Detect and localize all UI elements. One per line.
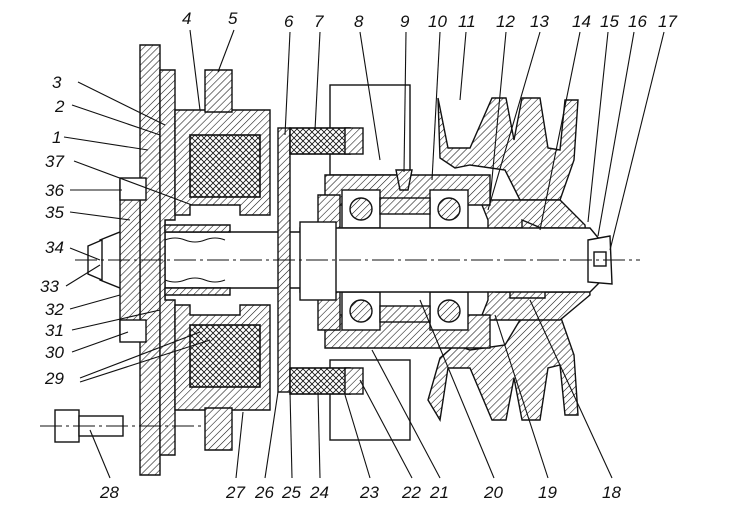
- clutch: [119, 44, 364, 476]
- label-8: 8: [354, 12, 364, 31]
- coil-bottom: [189, 324, 261, 388]
- label-25: 25: [281, 483, 301, 502]
- block: [344, 367, 364, 395]
- label-24: 24: [309, 483, 329, 502]
- label-6: 6: [284, 12, 294, 31]
- shape: [164, 287, 231, 296]
- label-20: 20: [483, 483, 503, 502]
- label-10: 10: [428, 12, 447, 31]
- shape: [164, 224, 231, 233]
- label-9: 9: [400, 12, 410, 31]
- label-12: 12: [496, 12, 515, 31]
- label-26: 26: [254, 483, 274, 502]
- ball: [437, 197, 461, 221]
- block: [344, 127, 364, 155]
- label-21: 21: [429, 483, 449, 502]
- label-28: 28: [99, 483, 119, 502]
- label-13: 13: [530, 12, 549, 31]
- label-34: 34: [45, 238, 64, 257]
- label-22: 22: [401, 483, 421, 502]
- labels-bottom: 28 27 26 25 24 23 22 21 20 19 18: [99, 483, 621, 502]
- label-3: 3: [52, 73, 62, 92]
- label-17: 17: [658, 12, 677, 31]
- label-36: 36: [45, 181, 64, 200]
- grease-nipple: [395, 169, 413, 191]
- cotter-pin: [593, 251, 607, 267]
- spacer-bottom: [379, 305, 431, 323]
- label-16: 16: [628, 12, 647, 31]
- label-4: 4: [182, 9, 191, 28]
- spring-bottom: [164, 277, 226, 283]
- label-7: 7: [314, 12, 324, 31]
- bearings: [341, 169, 469, 331]
- label-30: 30: [45, 343, 64, 362]
- leader-lines: [63, 29, 665, 479]
- ball: [437, 299, 461, 323]
- label-23: 23: [359, 483, 379, 502]
- bolt-30: [119, 319, 147, 343]
- friction-lining-top: [289, 127, 351, 155]
- label-35: 35: [45, 203, 64, 222]
- bolt-28: [40, 409, 205, 443]
- label-32: 32: [45, 300, 64, 319]
- label-1: 1: [52, 128, 61, 147]
- label-15: 15: [600, 12, 619, 31]
- ball: [349, 197, 373, 221]
- label-14: 14: [572, 12, 591, 31]
- ball: [349, 299, 373, 323]
- bolt-36: [119, 177, 147, 201]
- label-2: 2: [54, 97, 65, 116]
- labels-top: 4 5 6 7 8 9 10 11 12 13 14 15 16 17: [182, 9, 677, 31]
- friction-lining-bottom: [289, 367, 351, 395]
- label-31: 31: [45, 321, 64, 340]
- label-11: 11: [458, 12, 476, 31]
- flange-top: [204, 69, 233, 113]
- label-27: 27: [225, 483, 245, 502]
- pulley-upper-rim: [437, 97, 579, 201]
- label-19: 19: [538, 483, 557, 502]
- spacer-top: [379, 197, 431, 215]
- label-29: 29: [44, 369, 64, 388]
- spring-top: [164, 237, 226, 243]
- label-18: 18: [602, 483, 621, 502]
- label-5: 5: [228, 9, 238, 28]
- label-37: 37: [45, 152, 64, 171]
- flange-bottom: [204, 407, 233, 451]
- coil-top: [189, 134, 261, 198]
- shaft-collar: [299, 221, 337, 301]
- labels-left: 3 2 1 37 36 35 34 33 32 31 30 29: [40, 73, 65, 388]
- label-33: 33: [40, 277, 59, 296]
